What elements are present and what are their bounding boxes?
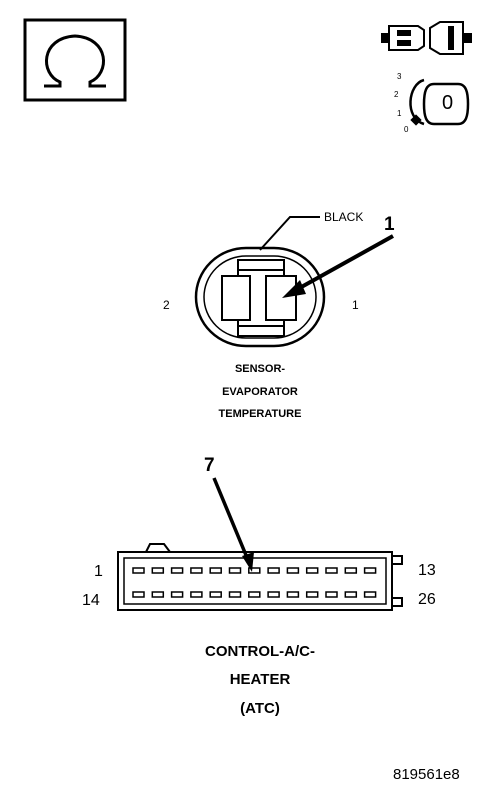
module-pin-cavity <box>248 591 261 598</box>
module-pin-cavity <box>305 591 319 598</box>
sensor-wire-color-label: BLACK <box>324 210 364 224</box>
module-pin-cavity <box>190 567 203 574</box>
module-pin-cavity <box>325 591 338 598</box>
sensor-name-line-3: TEMPERATURE <box>218 408 302 420</box>
figure-id: 819561e8 <box>393 766 460 783</box>
module-pin-cavity <box>286 591 300 598</box>
module-callout-number: 7 <box>204 455 215 476</box>
module-pin-cavity <box>286 567 300 574</box>
module-pin-cavity <box>190 591 203 598</box>
module-pin-cavity <box>151 591 165 598</box>
module-pin-cavity <box>344 591 358 598</box>
ignition-position-0: 0 <box>404 125 409 134</box>
module-pin-26-label: 26 <box>418 591 436 608</box>
sensor-callout-number: 1 <box>384 214 395 235</box>
ignition-position-2: 2 <box>394 90 399 99</box>
module-pin-cavity <box>248 567 261 574</box>
module-pin-cavity <box>363 567 377 574</box>
module-pin-14-label: 14 <box>82 592 100 609</box>
ignition-key-label: 0 <box>442 92 454 114</box>
sensor-name-line-1: SENSOR- <box>234 363 286 375</box>
module-pins-bottom-row <box>132 591 377 598</box>
module-pin-cavity <box>344 567 358 574</box>
module-name-line-2: HEATER <box>229 671 291 688</box>
module-pin-13-label: 13 <box>418 562 436 579</box>
module-pins-top-row <box>132 567 377 574</box>
module-pin-cavity <box>132 591 145 598</box>
module-pin-cavity <box>170 591 184 598</box>
ignition-position-1: 1 <box>397 109 402 118</box>
module-pin-1-label: 1 <box>94 563 103 580</box>
module-pin-cavity <box>209 591 222 598</box>
module-pin-cavity <box>209 567 222 574</box>
sensor-pin-2-label: 2 <box>163 298 170 312</box>
sensor-pin-1-label: 1 <box>352 298 359 312</box>
module-pin-cavity <box>363 591 377 598</box>
module-pin-cavity <box>170 567 184 574</box>
sensor-name-line-2: EVAPORATOR <box>222 386 298 398</box>
module-pin-cavity <box>267 591 280 598</box>
ignition-position-3: 3 <box>397 72 402 81</box>
module-name-line-3: (ATC) <box>240 700 280 717</box>
module-pin-cavity <box>267 567 280 574</box>
module-pin-cavity <box>132 567 145 574</box>
module-pin-cavity <box>228 591 242 598</box>
module-name-line-1: CONTROL-A/C- <box>205 643 315 660</box>
module-pin-cavity <box>325 567 338 574</box>
module-pin-cavity <box>151 567 165 574</box>
module-pin-cavity <box>228 567 242 574</box>
module-pin-cavity <box>305 567 319 574</box>
